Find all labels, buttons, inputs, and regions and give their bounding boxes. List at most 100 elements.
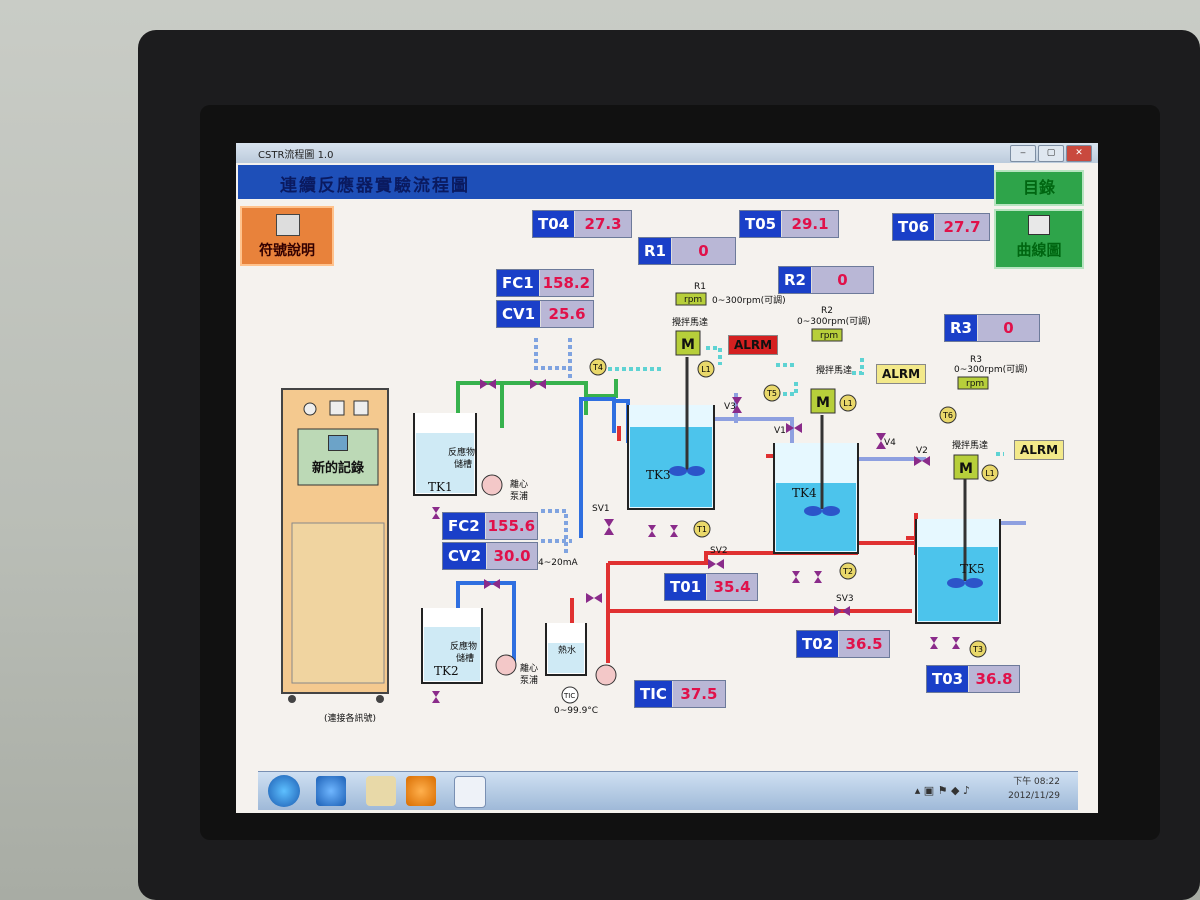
minimize-button[interactable]: ‒ — [1010, 145, 1036, 162]
sensor-t6 — [939, 406, 957, 424]
svg-text:攪拌馬達: 攪拌馬達 — [952, 439, 988, 451]
screen: CSTR流程圖 1.0 ‒ ▢ ✕ 連續反應器實驗流程圖 目錄 曲線圖 符號說明… — [236, 143, 1098, 813]
clock-time: 下午 08:22 — [1013, 777, 1060, 787]
start-button[interactable] — [268, 775, 300, 807]
new-record-button[interactable]: 新的記錄 — [298, 429, 378, 485]
maximize-button[interactable]: ▢ — [1038, 145, 1064, 162]
printer-icon — [328, 435, 348, 451]
alarm-indicator-3: ALRM — [1014, 440, 1065, 460]
svg-text:SV2: SV2 — [710, 546, 728, 556]
svg-text:TK4: TK4 — [792, 486, 817, 500]
svg-text:R1: R1 — [694, 282, 706, 292]
sensor-t1 — [693, 520, 711, 538]
motor-3 — [953, 454, 979, 480]
cstr-app-icon[interactable] — [454, 776, 486, 808]
valve-v4 — [876, 433, 886, 449]
svg-text:熱水: 熱水 — [558, 644, 576, 656]
svg-text:V2: V2 — [916, 446, 928, 456]
motor-3-label: M — [959, 461, 973, 477]
curve-button[interactable]: 曲線圖 — [994, 209, 1084, 269]
svg-text:TIC: TIC — [563, 692, 575, 700]
page-title: 連續反應器實驗流程圖 — [280, 176, 470, 196]
svg-text:V4: V4 — [884, 438, 896, 448]
svg-text:0~300rpm(可調): 0~300rpm(可調) — [712, 294, 786, 306]
feed-pipe-blue-2 — [579, 397, 616, 538]
pump-1 — [481, 474, 503, 496]
svg-text:0~300rpm(可調): 0~300rpm(可調) — [954, 363, 1028, 375]
svg-text:離心: 離心 — [520, 662, 538, 674]
svg-text:L1: L1 — [701, 365, 711, 374]
process-diagram: M M M T4 L1 T1 T5 L1 T2 T6 L1 — [281, 282, 1028, 724]
svg-text:泵浦: 泵浦 — [520, 674, 538, 686]
svg-text:SV1: SV1 — [592, 504, 610, 514]
legend-button-label: 符號說明 — [259, 243, 315, 259]
sensor-t2 — [839, 562, 857, 580]
impeller-1 — [669, 466, 687, 476]
svg-text:反應物: 反應物 — [450, 640, 477, 652]
svg-text:儲槽: 儲槽 — [454, 458, 472, 470]
book-icon — [276, 214, 300, 236]
svg-text:反應物: 反應物 — [448, 446, 475, 458]
svg-text:rpm: rpm — [820, 331, 838, 341]
system-tray-icons[interactable]: ▴ ▣ ⚑ ◆ ♪ — [914, 784, 970, 797]
impeller-3 — [947, 578, 965, 588]
svg-text:TK3: TK3 — [646, 468, 671, 482]
legend-button[interactable]: 符號說明 — [240, 206, 334, 266]
svg-text:T1: T1 — [696, 525, 707, 534]
folder-icon[interactable] — [366, 776, 396, 806]
header-bar: 連續反應器實驗流程圖 — [238, 165, 994, 199]
rpm-box-3 — [957, 376, 989, 390]
svg-text:(連接各訊號): (連接各訊號) — [324, 712, 376, 724]
clock[interactable]: 下午 08:22 2012/11/29 — [1008, 775, 1060, 803]
feed-pipe-green-3 — [586, 379, 618, 398]
valve-sv1 — [604, 519, 614, 535]
menu-button[interactable]: 目錄 — [994, 170, 1084, 206]
taskbar: ▴ ▣ ⚑ ◆ ♪ 下午 08:22 2012/11/29 — [258, 771, 1078, 810]
svg-text:T5: T5 — [766, 389, 777, 398]
valve-v1 — [786, 423, 802, 433]
sensor-t5 — [763, 384, 781, 402]
svg-text:T3: T3 — [972, 645, 983, 654]
window-title: CSTR流程圖 1.0 — [258, 150, 334, 161]
rpm-box-1 — [675, 292, 707, 306]
valve-2 — [530, 379, 546, 389]
signal-line-2 — [541, 509, 568, 553]
svg-text:TK5: TK5 — [960, 562, 985, 576]
close-button[interactable]: ✕ — [1066, 145, 1092, 162]
feed-pipe-green-1 — [456, 381, 588, 415]
sensor-t3 — [969, 640, 987, 658]
valve-1 — [480, 379, 496, 389]
svg-text:T4: T4 — [592, 363, 603, 372]
sensor-l1-c — [981, 464, 999, 482]
browser-icon[interactable] — [316, 776, 346, 806]
valve-4 — [586, 593, 602, 603]
signal-line-1 — [534, 338, 572, 379]
pump-2 — [495, 654, 517, 676]
floppy-icon — [1028, 215, 1050, 235]
svg-text:離心: 離心 — [510, 478, 528, 490]
window-controls: ‒ ▢ ✕ — [1010, 145, 1092, 162]
svg-text:V1: V1 — [774, 426, 786, 436]
svg-text:T6: T6 — [942, 411, 953, 420]
svg-text:攪拌馬達: 攪拌馬達 — [672, 316, 708, 328]
motor-1 — [675, 330, 701, 356]
svg-text:rpm: rpm — [966, 379, 984, 389]
sensor-l1-a — [697, 360, 715, 378]
new-record-label: 新的記錄 — [311, 461, 364, 476]
clock-date: 2012/11/29 — [1008, 791, 1060, 801]
valve-v3 — [732, 397, 742, 413]
svg-text:4~20mA: 4~20mA — [538, 558, 578, 568]
media-player-icon[interactable] — [406, 776, 436, 806]
svg-text:儲槽: 儲槽 — [456, 652, 474, 664]
svg-text:V3: V3 — [724, 402, 736, 412]
